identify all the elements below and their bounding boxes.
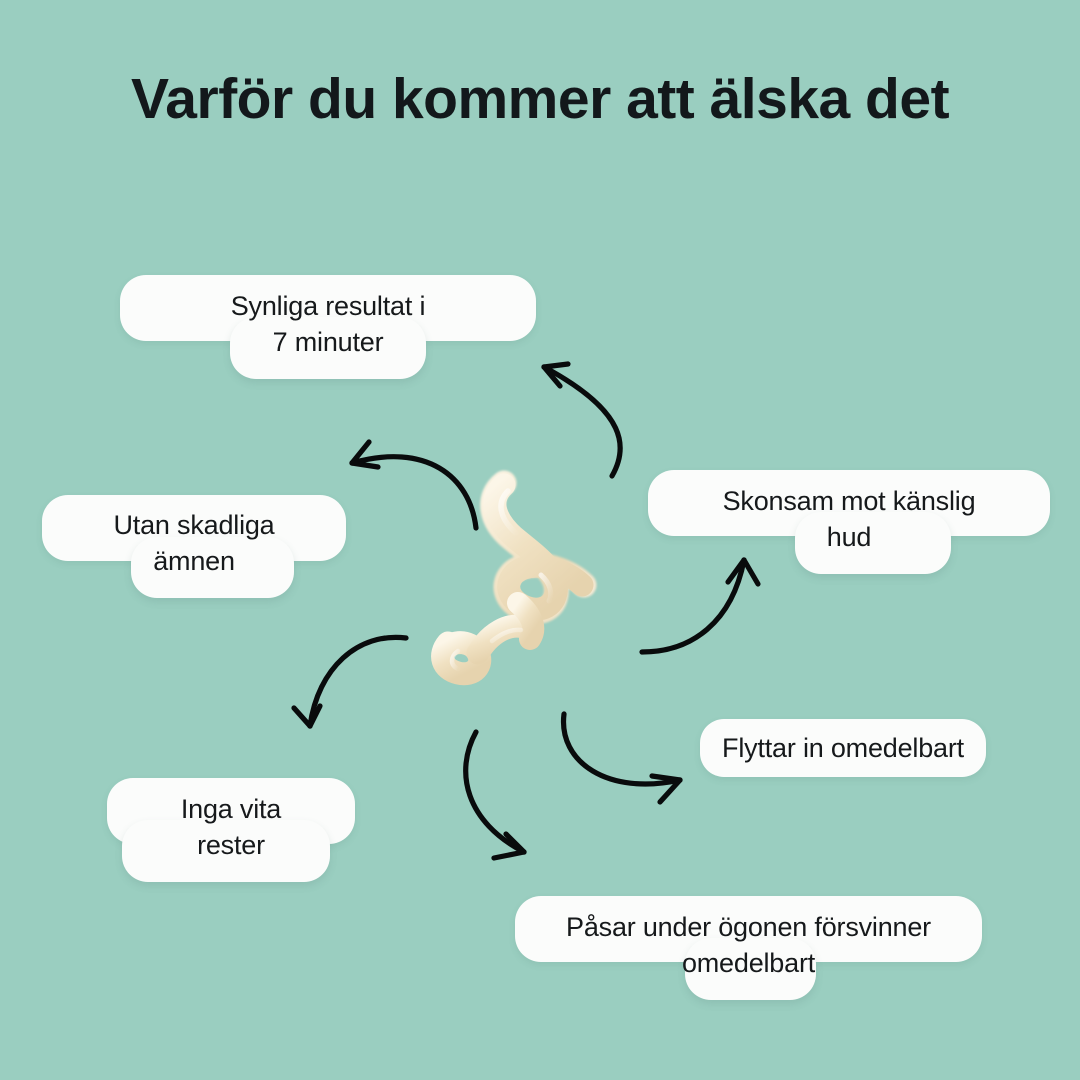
chip-bar-top [700, 719, 986, 777]
arrow-to-eye-bags-disappear-icon [463, 729, 527, 861]
chip-bar-bottom [795, 512, 951, 574]
arrow-to-no-white-residue-icon [291, 634, 409, 729]
chip-bar-bottom [122, 820, 330, 882]
chip-bar-bottom [685, 938, 816, 1000]
benefit-chip-label: Påsar under ögonen försvinner omedelbart [566, 911, 931, 978]
page-title: Varför du kommer att älska det [130, 67, 950, 131]
benefit-chip-no-harmful-substances[interactable]: Utan skadliga ämnen [42, 495, 346, 598]
benefit-chip-label: Skonsam mot känslig hud [722, 485, 976, 552]
arrow-to-no-harmful-substances-icon [349, 439, 479, 531]
arrow-to-visible-results-icon [541, 361, 623, 479]
serum-swirl-image [431, 470, 597, 686]
benefit-chip-label: Flyttar in omedelbart [722, 732, 964, 763]
benefit-chip-visible-results[interactable]: Synliga resultat i 7 minuter [120, 275, 536, 380]
benefit-chip-eye-bags-disappear[interactable]: Påsar under ögonen försvinner omedelbart [515, 896, 982, 1000]
benefit-chip-no-white-residue[interactable]: Inga vita rester [107, 778, 355, 882]
benefit-chip-absorbs-instantly[interactable]: Flyttar in omedelbart [700, 719, 986, 777]
benefit-chip-gentle-sensitive-skin[interactable]: Skonsam mot känslig hud [648, 470, 1050, 574]
arrow-to-absorbs-instantly-icon [560, 711, 683, 805]
chip-bar-bottom [131, 537, 294, 598]
chip-bar-bottom [230, 317, 426, 379]
benefit-chip-label: Synliga resultat i 7 minuter [230, 291, 426, 357]
benefit-chip-label: Inga vita rester [180, 793, 282, 860]
arrow-to-gentle-sensitive-skin-icon [639, 557, 761, 655]
benefit-chip-label: Utan skadliga ämnen [113, 510, 275, 576]
